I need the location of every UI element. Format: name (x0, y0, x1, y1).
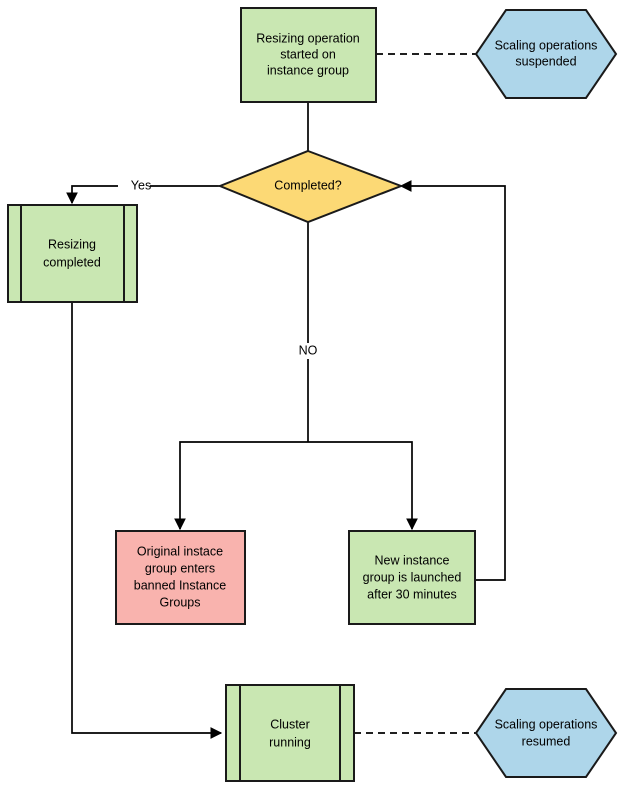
node-new-group-launched-line-3: after 30 minutes (367, 587, 457, 601)
node-resizing-completed-line-2: completed (43, 255, 101, 269)
node-original-group-banned-line-1: Original instace (137, 544, 223, 558)
node-resizing-completed-line-1: Resizing (48, 237, 96, 251)
node-new-group-launched-shape (348, 530, 476, 625)
node-original-group-banned-line-3: banned Instance (134, 578, 226, 592)
edge-resizing-completed-to-cluster-line (71, 302, 223, 739)
edge-new-group-to-decision-line (399, 180, 506, 581)
node-scaling-suspended[interactable]: Scaling operations suspended (474, 9, 618, 99)
node-cluster-running-line-2: running (269, 735, 311, 749)
edge-yes-label: Yes (131, 178, 151, 192)
node-original-group-banned-shape (115, 530, 246, 625)
edge-branch-to-new-group (308, 441, 418, 531)
edge-branch-to-original-group-line (174, 441, 308, 531)
node-scaling-resumed-line-2: resumed (522, 734, 571, 748)
node-scaling-suspended-shape (474, 9, 618, 99)
node-original-group-banned-line-4: Groups (160, 595, 201, 609)
edge-yes-label-background (118, 178, 150, 194)
node-resizing-started[interactable]: Resizing operation started on instance g… (240, 7, 377, 103)
edge-no-label: NO (299, 343, 318, 357)
node-resizing-started-shape (240, 7, 377, 103)
node-resizing-completed[interactable]: Resizing completed (7, 204, 138, 303)
node-scaling-suspended-line-2: suspended (515, 54, 576, 68)
edge-decision-to-branch: NO (291, 222, 325, 442)
node-original-group-banned-line-2: group enters (145, 561, 215, 575)
edge-branch-to-new-group-line (308, 441, 418, 531)
edge-decision-to-resizing-completed-line (66, 185, 220, 205)
node-scaling-resumed[interactable]: Scaling operations resumed (474, 688, 618, 778)
edge-no-label-background (291, 343, 325, 359)
edge-branch-to-original-group (174, 441, 308, 531)
node-resizing-started-line-2: started on (280, 47, 336, 61)
node-new-group-launched[interactable]: New instance group is launched after 30 … (348, 530, 476, 625)
node-scaling-resumed-line-1: Scaling operations (495, 717, 598, 731)
edge-new-group-to-decision (399, 180, 506, 581)
node-cluster-running-shape (225, 684, 355, 782)
node-completed-decision-shape (217, 149, 404, 224)
node-completed-decision-label: Completed? (274, 178, 341, 192)
node-original-group-banned[interactable]: Original instace group enters banned Ins… (115, 530, 246, 625)
node-cluster-running-line-1: Cluster (270, 717, 310, 731)
edge-resizing-completed-to-cluster (71, 302, 223, 739)
node-resizing-started-line-3: instance group (267, 63, 349, 77)
node-resizing-started-line-1: Resizing operation (256, 31, 360, 45)
node-new-group-launched-line-2: group is launched (363, 570, 462, 584)
edge-decision-to-resizing-completed[interactable]: Yes (66, 178, 220, 205)
node-completed-decision[interactable]: Completed? (217, 149, 404, 224)
node-scaling-suspended-line-1: Scaling operations (495, 38, 598, 52)
node-new-group-launched-line-1: New instance (374, 553, 449, 567)
node-cluster-running[interactable]: Cluster running (225, 684, 355, 782)
node-resizing-completed-shape (7, 204, 138, 303)
node-scaling-resumed-shape (474, 688, 618, 778)
